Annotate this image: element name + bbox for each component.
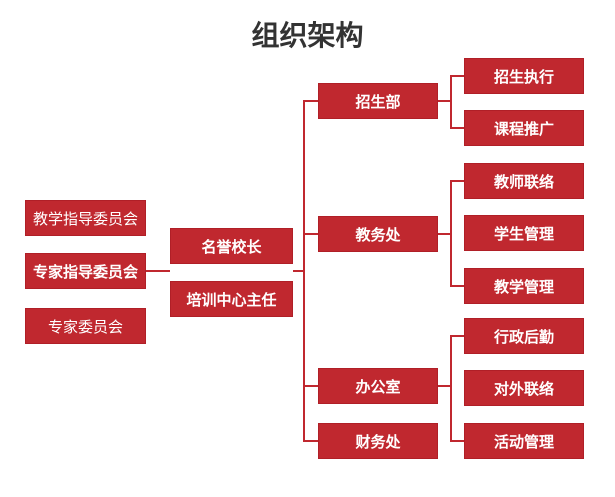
page-title: 组织架构	[251, 19, 364, 52]
connector	[450, 335, 452, 441]
training-center-director: 培训中心主任	[170, 281, 293, 317]
connector	[303, 385, 318, 387]
connector	[438, 100, 452, 102]
honorary-principal: 名誉校长	[170, 228, 293, 264]
connector	[450, 180, 452, 286]
committee-teaching: 教学指导委员会	[25, 200, 146, 236]
connector	[438, 233, 452, 235]
connector	[450, 335, 464, 337]
connector	[303, 233, 318, 235]
connector	[438, 385, 452, 387]
unit-student-management: 学生管理	[464, 215, 584, 251]
unit-teaching-management: 教学管理	[464, 268, 584, 304]
connector	[450, 285, 464, 287]
dept-admissions: 招生部	[318, 83, 438, 119]
connector	[146, 270, 170, 272]
connector	[293, 270, 305, 272]
connector	[450, 127, 464, 129]
unit-admin-logistics: 行政后勤	[464, 318, 584, 354]
committee-expert-guidance: 专家指导委员会	[25, 253, 146, 289]
unit-course-promotion: 课程推广	[464, 110, 584, 146]
connector	[450, 75, 452, 128]
unit-external-liaison: 对外联络	[464, 370, 584, 406]
connector	[450, 440, 464, 442]
unit-teacher-liaison: 教师联络	[464, 163, 584, 199]
connector	[450, 180, 464, 182]
connector	[303, 100, 318, 102]
unit-recruitment-execution: 招生执行	[464, 58, 584, 94]
connector	[303, 440, 318, 442]
dept-office: 办公室	[318, 368, 438, 404]
committee-expert: 专家委员会	[25, 308, 146, 344]
connector	[450, 75, 464, 77]
unit-event-management: 活动管理	[464, 423, 584, 459]
dept-finance: 财务处	[318, 423, 438, 459]
dept-academic-affairs: 教务处	[318, 216, 438, 252]
connector	[303, 101, 305, 441]
